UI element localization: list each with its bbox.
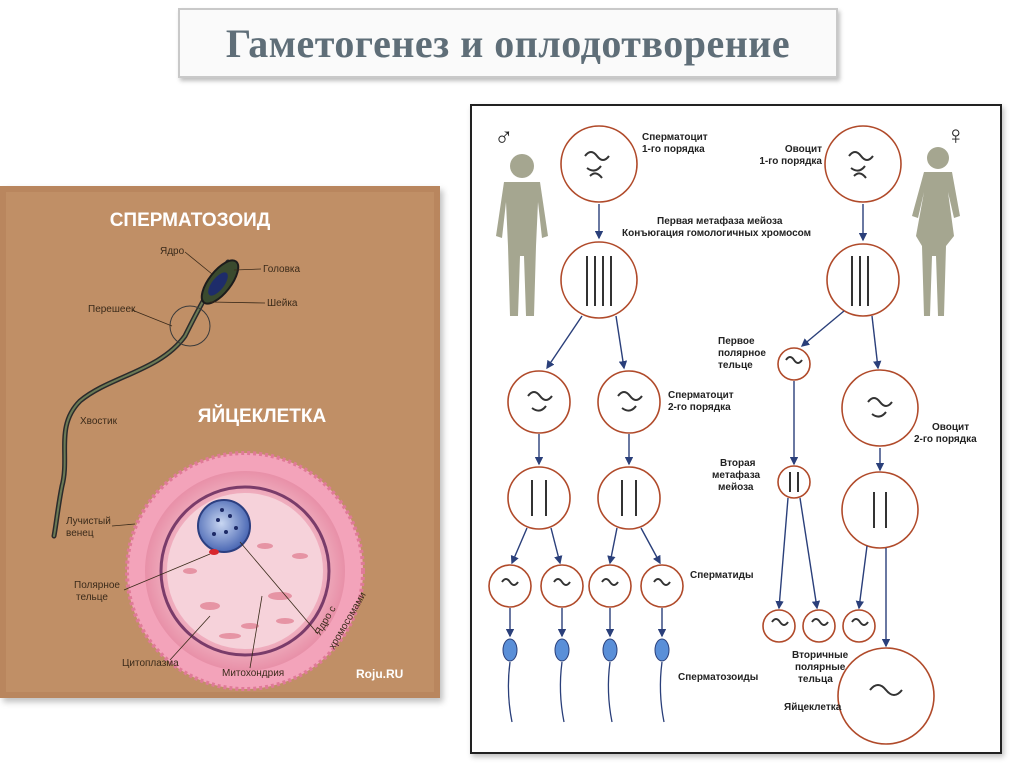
sperm-drawing — [51, 259, 240, 539]
male-symbol: ♂ — [494, 122, 514, 152]
label-spermatocyte1-1: Сперматоцит — [642, 132, 708, 143]
label-polar-2: тельце — [76, 592, 108, 603]
label-oocyte1-1: Овоцит — [785, 144, 822, 155]
cells — [488, 125, 935, 745]
egg-heading: ЯЙЦЕКЛЕТКА — [198, 405, 327, 427]
label-spermatocyte2-2: 2-го порядка — [668, 402, 731, 413]
sperm-egg-illustration: СПЕРМАТОЗОИД ЯЙЦЕКЛЕТКА Ядро Головка Шей… — [0, 186, 440, 698]
label-metaphase2-1: Вторая — [720, 458, 756, 469]
label-oocyte2-1: Овоцит — [932, 422, 969, 433]
label-midpiece: Перешеек — [88, 304, 136, 315]
label-mitochondria: Митохондрия — [222, 668, 284, 679]
label-metaphase2-2: метафаза — [712, 469, 761, 481]
watermark: Roju.RU — [356, 667, 403, 681]
sperm-heading: СПЕРМАТОЗОИД — [110, 210, 271, 231]
egg-drawing — [125, 451, 365, 691]
female-symbol: ♀ — [946, 120, 966, 150]
diagram-labels: Сперматоцит 1-го порядка Овоцит 1-го пор… — [622, 132, 977, 713]
title-banner: Гаметогенез и оплодотворение — [178, 8, 838, 78]
sperm-labels: Ядро Головка Шейка Перешеек Хвостик — [80, 246, 301, 427]
label-spermatocyte2-1: Сперматоцит — [668, 390, 734, 401]
label-polar2-1: Вторичные — [792, 650, 849, 661]
label-spermatozoa: Сперматозоиды — [678, 672, 758, 683]
gametogenesis-svg: ♂ ♀ — [488, 120, 977, 745]
label-spermatids: Сперматиды — [690, 570, 754, 581]
label-polar1-1: Первое — [718, 336, 755, 347]
label-metaphase2-3: мейоза — [718, 482, 754, 493]
page-title: Гаметогенез и оплодотворение — [225, 20, 791, 66]
label-polar-1: Полярное — [74, 580, 120, 591]
label-corona-1: Лучистый — [66, 516, 111, 527]
label-tail: Хвостик — [80, 416, 118, 427]
label-oocyte2-2: 2-го порядка — [914, 434, 977, 445]
label-oocyte1-2: 1-го порядка — [759, 156, 822, 167]
label-corona-2: венец — [66, 528, 94, 539]
sperm-egg-svg: СПЕРМАТОЗОИД ЯЙЦЕКЛЕТКА Ядро Головка Шей… — [0, 186, 440, 698]
spermatozoa-drawings — [502, 638, 670, 723]
label-polar1-2: полярное — [718, 348, 766, 359]
label-egg: Яйцеклетка — [784, 702, 842, 713]
label-neck: Шейка — [267, 298, 298, 309]
male-silhouette — [496, 154, 548, 316]
label-metaphase1-1: Первая метафаза мейоза — [657, 215, 783, 227]
gametogenesis-diagram: ♂ ♀ — [470, 104, 1002, 754]
label-polar2-2: полярные — [795, 662, 846, 673]
label-head: Головка — [263, 264, 301, 275]
female-silhouette — [912, 147, 960, 316]
label-polar1-3: тельце — [718, 360, 753, 371]
label-spermatocyte1-2: 1-го порядка — [642, 144, 705, 155]
label-polar2-3: тельца — [798, 674, 833, 685]
label-metaphase1-2: Конъюгация гомологичных хромосом — [622, 228, 811, 239]
chromosomes — [501, 151, 903, 696]
label-nucleus: Ядро — [160, 246, 185, 257]
arrows — [505, 204, 891, 648]
label-cytoplasm: Цитоплазма — [122, 658, 179, 669]
